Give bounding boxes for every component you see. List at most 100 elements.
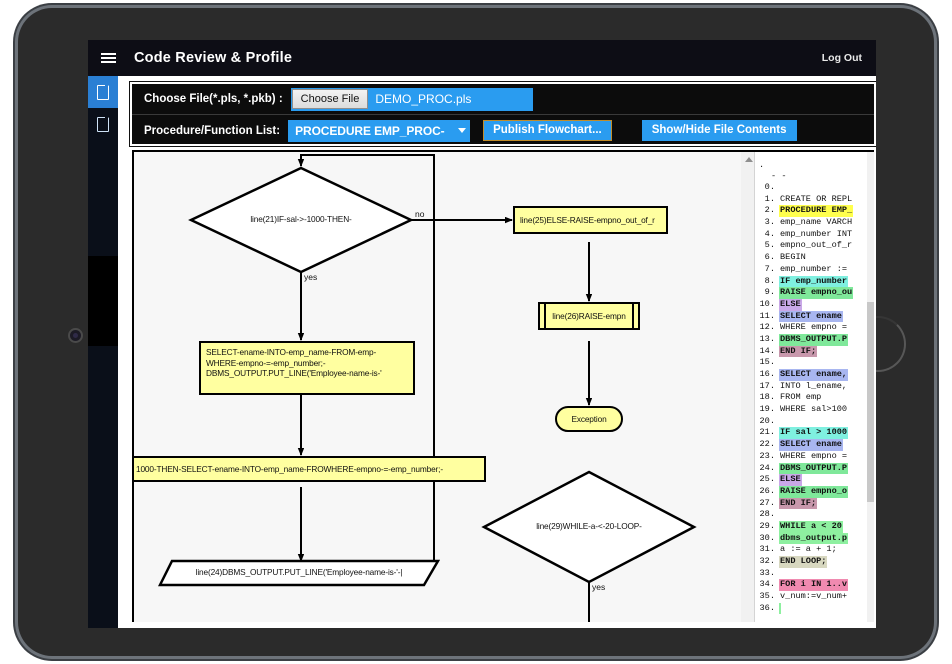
code-line-text: END IF; (779, 345, 818, 358)
node-wide-statement[interactable]: 1000-THEN-SELECT-ename-INTO-emp_name-FRO… (134, 456, 486, 482)
flowchart-canvas[interactable]: line(21)IF-sal->-1000-THEN- no yes line(… (134, 152, 741, 622)
camera-icon (70, 330, 81, 341)
code-line-number: 6. (764, 252, 775, 263)
code-line: 2.PROCEDURE EMP_ (757, 205, 874, 218)
procedure-row: Procedure/Function List: PROCEDURE EMP_P… (132, 115, 874, 146)
code-line-number: 12. (759, 322, 775, 333)
code-line-text: WHILE a < 20 (779, 520, 843, 533)
show-hide-file-contents-button[interactable]: Show/Hide File Contents (641, 120, 797, 141)
code-line: 22.SELECT ename (757, 439, 874, 451)
node-output-parallelogram[interactable]: line(24)DBMS_OUTPUT.PUT_LINE('Employee-n… (158, 559, 440, 587)
logout-link[interactable]: Log Out (821, 52, 862, 64)
code-line: 17.INTO l_ename, (757, 380, 874, 393)
node-select-block[interactable]: SELECT-ename-INTO-emp_name-FROM-emp- WHE… (199, 341, 415, 395)
code-line-number: 33. (759, 567, 775, 578)
code-line-text: emp_number INT (780, 228, 853, 239)
code-line-number: 5. (764, 240, 775, 251)
page-title: Code Review & Profile (134, 50, 293, 66)
publish-flowchart-button[interactable]: Publish Flowchart... (483, 120, 612, 141)
node-raise-empn-label: line(26)RAISE-empn (552, 311, 626, 321)
code-line: 30.dbms_output.p (757, 532, 874, 545)
node-wide-statement-label: 1000-THEN-SELECT-ename-INTO-emp_name-FRO… (136, 463, 443, 474)
page-scrollbar[interactable] (867, 152, 874, 622)
node-select-block-line3: DBMS_OUTPUT.PUT_LINE('Employee-name-is-' (206, 368, 382, 378)
code-line: 16. SELECT ename, (757, 369, 874, 381)
code-line-number: 35. (759, 591, 775, 602)
decision-if-label: line(21)IF-sal->-1000-THEN- (250, 214, 352, 224)
code-line-number: 16. (759, 369, 775, 379)
code-line-number: 13. (759, 333, 775, 344)
code-line: 11. SELECT ename (757, 310, 874, 323)
code-line-number: 22. (759, 439, 775, 450)
code-line-number: 24. (759, 462, 775, 473)
scroll-up-icon[interactable] (745, 157, 753, 162)
page-scrollbar-thumb[interactable] (867, 302, 874, 502)
sidebar-item-file-1[interactable] (88, 76, 118, 108)
code-line-text: WHERE empno = (780, 322, 848, 333)
code-line-number: 32. (759, 556, 775, 566)
app-header: Code Review & Profile Log Out (88, 40, 876, 76)
code-line-number: 4. (764, 228, 775, 239)
file-chooser-row: Choose File(*.pls, *.pkb) : Choose File … (132, 84, 874, 115)
code-line-text: SELECT ename (779, 310, 843, 323)
code-line-number: 29. (759, 520, 775, 531)
document-icon (97, 83, 110, 100)
node-output-parallelogram-label: line(24)DBMS_OUTPUT.PUT_LINE('Employee-n… (195, 567, 403, 577)
decision-while-label: line(29)WHILE-a-<-20-LOOP- (536, 521, 642, 531)
code-line: 4. emp_number INT (757, 228, 874, 241)
code-line-text: INTO l_ename, (780, 380, 848, 391)
node-exception[interactable]: Exception (555, 406, 623, 432)
code-line-text (779, 509, 781, 521)
edge-label-while-yes: yes (592, 582, 606, 592)
code-line: 26.RAISE empno_o (757, 485, 874, 498)
code-line-text (779, 602, 781, 615)
code-line: 1.CREATE OR REPL (757, 193, 874, 206)
code-line: 25.ELSE (757, 474, 874, 486)
code-line-number: 14. (759, 345, 775, 356)
code-line-number: 31. (759, 544, 775, 555)
code-line-text (779, 416, 781, 428)
code-line-number: 36. (759, 602, 775, 613)
code-line-text: SELECT ename, (779, 369, 849, 381)
node-select-block-line2: WHERE-empno-=-emp_number;- (206, 357, 326, 368)
code-line-text: dbms_output.p (779, 532, 849, 545)
node-raise-empn[interactable]: line(26)RAISE-empn (538, 302, 640, 330)
control-panel: Choose File(*.pls, *.pkb) : Choose File … (129, 81, 876, 147)
code-line-text (779, 568, 781, 580)
code-line: 6. BEGIN (757, 252, 874, 264)
code-line-text: ELSE (779, 298, 802, 311)
code-line-number: 15. (759, 357, 775, 368)
code-line: 0. (757, 182, 874, 194)
code-line-number: 10. (759, 298, 775, 309)
code-line-text: END LOOP; (779, 556, 828, 568)
code-line-text: BEGIN (780, 252, 806, 263)
hamburger-icon[interactable] (88, 40, 128, 76)
selected-file-name: DEMO_PROC.pls (375, 92, 472, 106)
choose-file-button[interactable]: Choose File (291, 89, 369, 109)
code-line-number: 11. (759, 310, 775, 321)
code-line-number: 9. (764, 287, 775, 298)
flowchart-connectors (188, 154, 697, 622)
code-line-number: 21. (759, 427, 775, 438)
procedure-select[interactable]: PROCEDURE EMP_PROC- (288, 119, 471, 142)
code-line-number: 26. (759, 485, 775, 496)
sidebar-item-file-2[interactable] (88, 108, 118, 140)
code-line-number: 34. (759, 579, 775, 590)
code-top-marker: . (759, 160, 765, 170)
code-line: 29. WHILE a < 20 (757, 520, 874, 533)
code-line-number: 1. (764, 193, 775, 204)
code-line-number: 2. (764, 205, 775, 216)
code-line-text: IF sal > 1000 (779, 427, 849, 440)
code-line: 7.emp_number := (757, 264, 874, 276)
code-line-text: FROM emp (780, 392, 822, 403)
code-line-number: 25. (759, 474, 775, 485)
node-else-raise[interactable]: line(25)ELSE-RAISE-empno_out_of_r (513, 206, 668, 234)
code-line: 32. END LOOP; (757, 556, 874, 568)
screen: Code Review & Profile Log Out Choose Fil… (88, 40, 876, 628)
code-line-number: 27. (759, 497, 775, 508)
code-scrollbar[interactable] (741, 152, 755, 622)
file-input[interactable]: Choose File DEMO_PROC.pls (290, 87, 533, 111)
sidebar (88, 76, 118, 628)
